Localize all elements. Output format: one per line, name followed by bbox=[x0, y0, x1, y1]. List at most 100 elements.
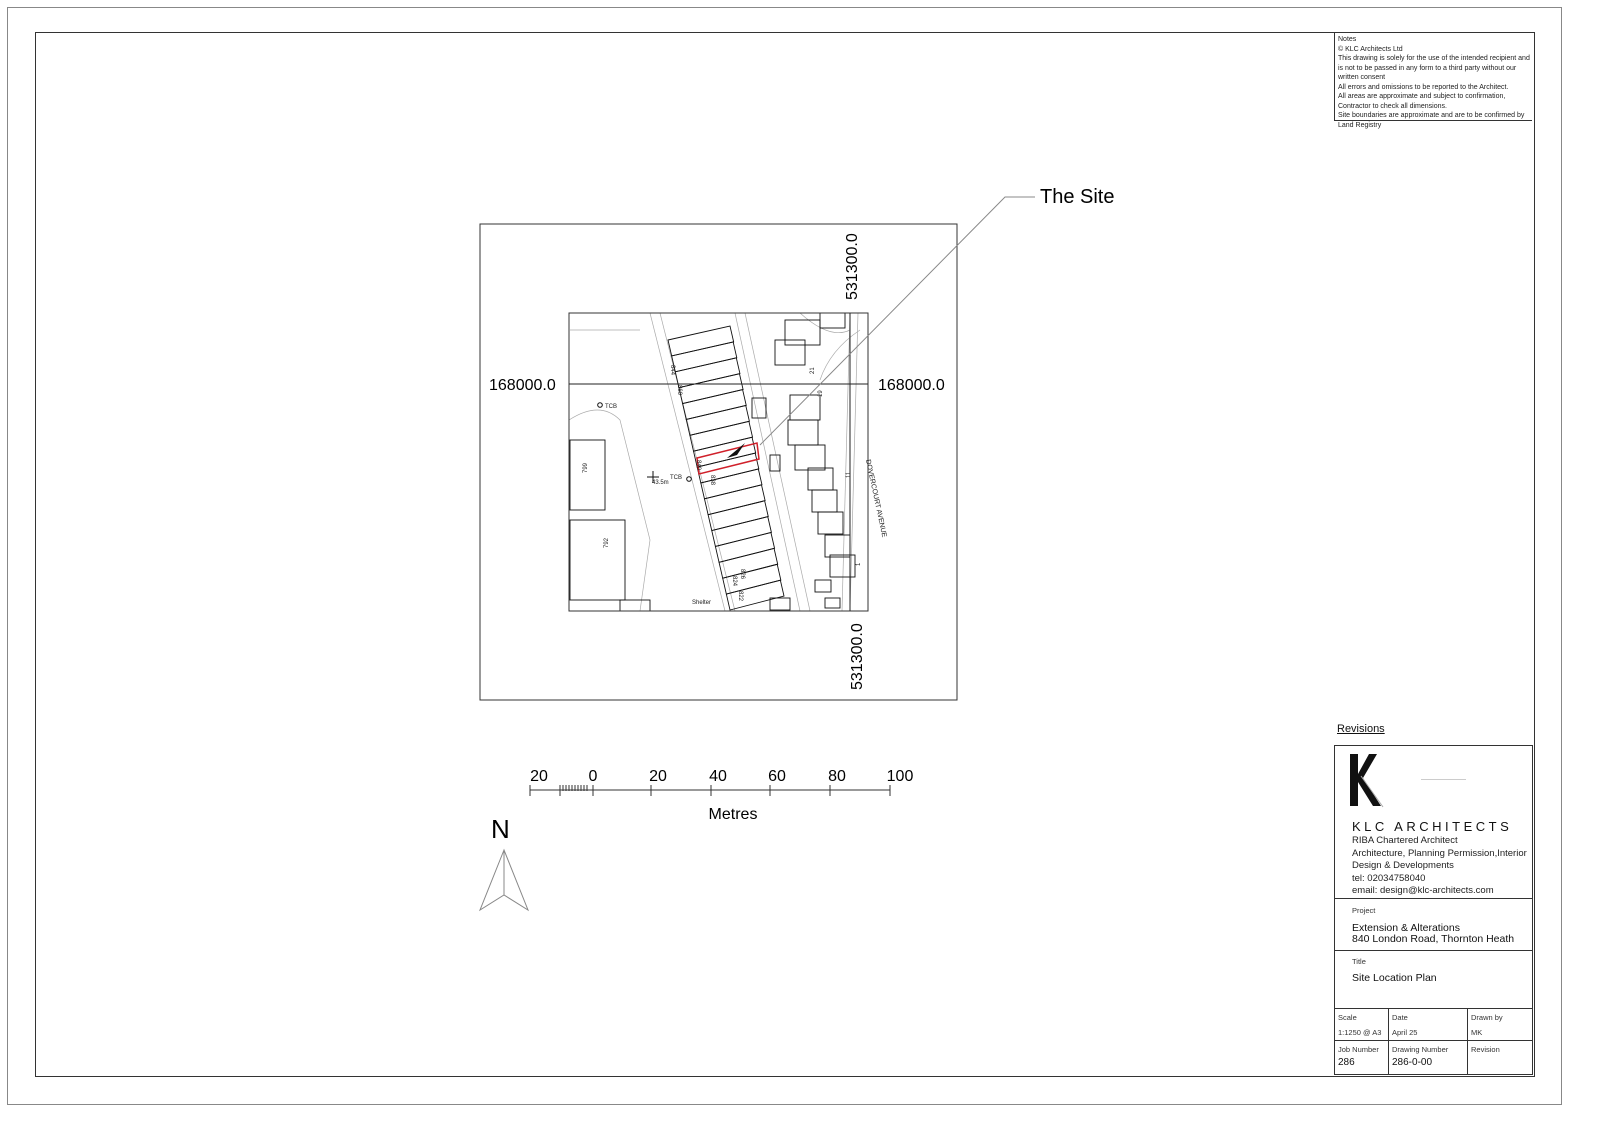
building-number: 799 bbox=[583, 462, 589, 473]
building bbox=[829, 554, 856, 578]
notes-heading: Notes bbox=[1338, 36, 1357, 43]
drawn-by-label: Drawn by bbox=[1471, 1013, 1503, 1022]
date-value: April 25 bbox=[1392, 1028, 1418, 1037]
company-line: tel: 02034758040 bbox=[1352, 872, 1426, 884]
project-address: 840 London Road, Thornton Heath bbox=[1352, 933, 1515, 945]
pavement-edge bbox=[569, 409, 651, 611]
building bbox=[569, 519, 626, 601]
building bbox=[814, 579, 832, 593]
map-features bbox=[569, 313, 861, 611]
project-name: Extension & Alterations 840 London Road,… bbox=[1352, 923, 1514, 945]
title-label: Title bbox=[1352, 957, 1366, 966]
terrace-house bbox=[671, 341, 738, 373]
scale-value: 1:1250 @ A3 bbox=[1338, 1028, 1382, 1037]
road-edge bbox=[649, 313, 726, 611]
scale-tick-label: 20 bbox=[530, 768, 548, 785]
klc-logo bbox=[1350, 754, 1384, 808]
terrace-house bbox=[678, 373, 744, 405]
building bbox=[817, 511, 844, 535]
building bbox=[824, 534, 851, 558]
building bbox=[774, 339, 806, 366]
drawing-border bbox=[35, 32, 1535, 1077]
company-line: Architecture, Planning Permission,Interi… bbox=[1352, 847, 1527, 859]
building bbox=[569, 439, 606, 511]
scale-tick-label: 100 bbox=[887, 768, 914, 785]
company-line: Design & Developments bbox=[1352, 860, 1454, 872]
company-name: KLC ARCHITECTS bbox=[1352, 819, 1513, 834]
notes-line: This drawing is solely for the use of th… bbox=[1338, 55, 1530, 81]
terrace-house bbox=[692, 436, 757, 468]
drawing-title: Site Location Plan bbox=[1352, 972, 1437, 984]
terrace-house bbox=[682, 388, 747, 420]
drawing-number-label: Drawing Number bbox=[1392, 1045, 1449, 1054]
company-details: RIBA Chartered Architect Architecture, P… bbox=[1352, 835, 1527, 898]
shelter-label: Shelter bbox=[692, 600, 711, 606]
project-section: Project Extension & Alterations 840 Lond… bbox=[1335, 899, 1532, 951]
tcb-label: TCB bbox=[670, 475, 682, 481]
site-arrow-icon bbox=[727, 443, 745, 458]
terrace-house bbox=[714, 531, 776, 563]
building bbox=[784, 319, 821, 346]
house-number: 824 bbox=[731, 576, 737, 587]
terrace-house bbox=[674, 357, 741, 389]
scale-tick-label: 80 bbox=[828, 768, 846, 785]
map-inner-frame bbox=[568, 312, 869, 612]
map-outer-frame bbox=[479, 223, 958, 701]
scale-tick-label: 0 bbox=[589, 768, 598, 785]
building bbox=[769, 597, 791, 611]
house-number: 860 bbox=[676, 385, 682, 396]
revision-label: Revision bbox=[1471, 1045, 1500, 1054]
notes-line: All errors and omissions to be reported … bbox=[1338, 83, 1509, 91]
logo-rule bbox=[1421, 779, 1466, 780]
building bbox=[751, 397, 767, 419]
scale-bar: 20 0 20 40 60 80 100 Metres bbox=[529, 768, 914, 823]
building bbox=[619, 599, 651, 611]
project-label: Project bbox=[1352, 906, 1376, 915]
site-leader-line bbox=[759, 196, 1035, 446]
easting-top: 531300.0 bbox=[844, 233, 861, 300]
easting-bottom: 531300.0 bbox=[849, 623, 866, 690]
building bbox=[794, 444, 826, 471]
building bbox=[811, 489, 838, 513]
tcb-marker bbox=[597, 402, 603, 408]
title-section: Title Site Location Plan bbox=[1335, 951, 1532, 1009]
spot-height: 43.5m bbox=[652, 480, 669, 486]
northing-right: 168000.0 bbox=[878, 377, 945, 394]
terrace-house bbox=[725, 579, 785, 611]
house-number: 838 bbox=[709, 475, 715, 486]
scale-tick-label: 20 bbox=[649, 768, 667, 785]
house-number: 1 bbox=[856, 562, 862, 566]
terrace-house bbox=[722, 563, 782, 595]
north-label: N bbox=[491, 814, 510, 844]
notes-line: © KLC Architects Ltd bbox=[1338, 45, 1403, 53]
building bbox=[807, 467, 834, 491]
drawn-by-value: MK bbox=[1471, 1028, 1483, 1037]
spot-height-cross bbox=[647, 471, 659, 483]
scale-label: Scale bbox=[1338, 1013, 1357, 1022]
road-edge bbox=[744, 313, 811, 611]
terrace-house bbox=[711, 516, 772, 548]
building bbox=[769, 454, 781, 472]
notes-line: Site boundaries are approximate and are … bbox=[1338, 112, 1525, 129]
house-number: 840 bbox=[695, 460, 701, 471]
site-label: The Site bbox=[1040, 186, 1114, 208]
revisions-label: Revisions bbox=[1337, 723, 1385, 735]
building bbox=[824, 597, 841, 609]
road-edge bbox=[849, 313, 859, 611]
scale-tick-label: 60 bbox=[768, 768, 786, 785]
company-section: KLC ARCHITECTS RIBA Chartered Architect … bbox=[1335, 746, 1532, 899]
house-number: 21 bbox=[810, 367, 816, 374]
tcb-marker bbox=[686, 476, 692, 482]
house-number: 826 bbox=[739, 569, 745, 580]
terrace-house bbox=[703, 484, 766, 516]
road-curve bbox=[799, 313, 861, 381]
house-number: 11 bbox=[846, 471, 852, 478]
terrace-house bbox=[696, 452, 760, 484]
house-number: 19 bbox=[818, 390, 824, 397]
building bbox=[819, 313, 846, 329]
terrace-house bbox=[689, 420, 754, 452]
northing-left: 168000.0 bbox=[489, 377, 556, 394]
notes-box: Notes © KLC Architects Ltd This drawing … bbox=[1334, 32, 1532, 129]
